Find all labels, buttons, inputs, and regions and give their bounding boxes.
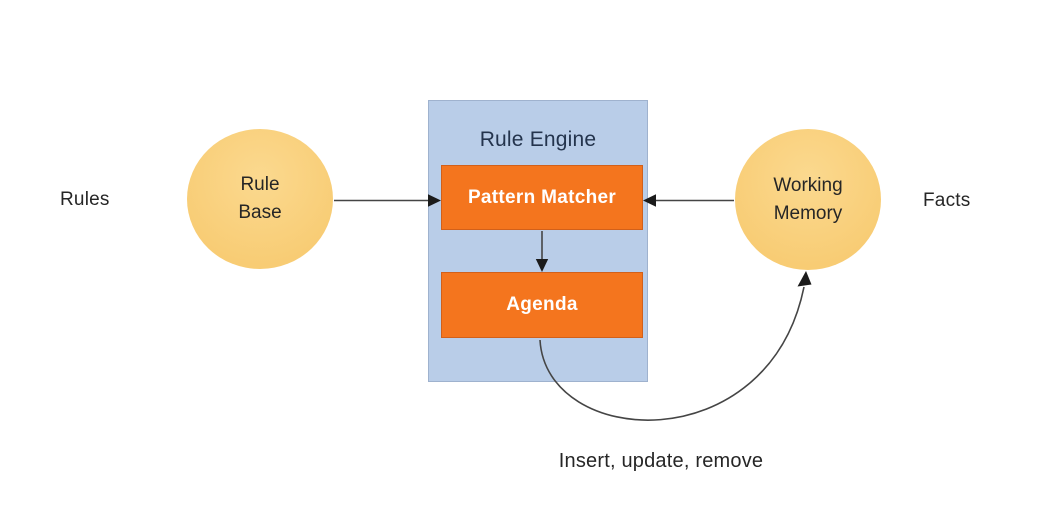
rule-engine-title: Rule Engine [479,128,597,151]
pattern-matcher-node: Pattern Matcher [441,165,643,230]
arrow-rule-base-to-pattern-matcher-icon [334,194,441,207]
agenda-node: Agenda [441,272,643,338]
arrow-working-memory-to-pattern-matcher-icon [643,194,734,207]
working-memory-node: Working Memory [735,129,881,270]
rule-base-node: Rule Base [187,129,333,269]
insert-update-remove-label: Insert, update, remove [558,450,764,472]
facts-label: Facts [923,190,971,211]
working-memory-label: Working Memory [773,174,843,224]
rules-label: Rules [60,189,110,210]
pattern-matcher-label: Pattern Matcher [467,186,617,208]
agenda-label: Agenda [506,294,578,315]
rule-base-label: Rule Base [238,174,282,223]
